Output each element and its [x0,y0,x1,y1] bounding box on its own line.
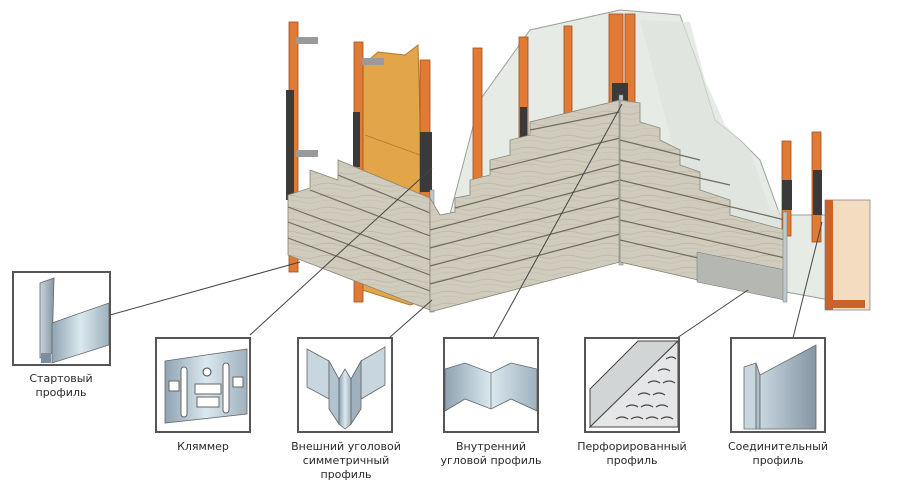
perforated-profile-icon [588,339,680,429]
inner-corner-profile-label: Внутренний угловой профиль [440,440,542,467]
bracket [813,170,822,215]
perforated-profile-label: Перфорированный профиль [577,440,687,467]
clip-bracket-label: Кляммер [177,440,229,453]
starter-profile-label: Стартовый профиль [29,372,93,399]
leader-starter [109,261,301,316]
leader-connector [792,221,823,339]
connector-profile-icon [743,344,817,430]
leader-outer-corner [388,299,433,339]
outer-corner-profile [782,211,788,303]
connector-profile-label: Соединительный профиль [728,440,828,467]
stud [563,25,573,117]
clip [296,150,318,157]
window-frame [824,199,871,311]
outer-corner-profile-box [297,337,393,433]
clip-bracket-icon [164,348,248,424]
perforated-profile-box [584,337,680,433]
starter-profile-box [12,271,111,366]
clip-bracket-box [155,337,251,433]
clip [296,37,318,44]
leader-perforated [676,289,749,339]
clip [362,58,384,65]
leader-clip [249,167,433,336]
bracket [520,107,527,137]
starter-profile-icon [39,277,110,364]
bracket [286,90,294,200]
leader-lines [109,103,823,339]
outer-corner-profile-icon [306,346,386,430]
siding-right-wall [619,99,788,303]
inner-corner-profile-icon [444,362,538,412]
connector-profile-box [730,337,826,433]
bracket [782,180,792,210]
outer-corner-profile-label: Внешний уголовой симметричный профиль [291,440,401,481]
leader-inner-corner [492,103,623,339]
inner-corner-profile-box [443,337,539,433]
bracket [420,132,432,192]
bracket [353,112,360,167]
